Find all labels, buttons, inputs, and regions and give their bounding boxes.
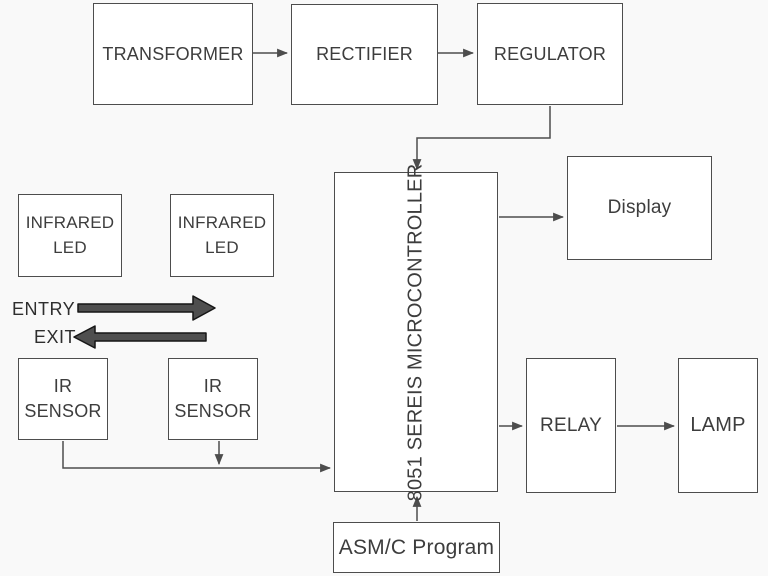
infrared-led-left-label-line1: INFRARED bbox=[25, 212, 115, 232]
rectifier-block: RECTIFIER bbox=[291, 4, 438, 105]
infrared-led-left-block: INFRARED LED bbox=[18, 194, 122, 277]
microcontroller-block: 8051 SEREIS MICROCONTROLLER bbox=[334, 163, 498, 501]
display-block: Display bbox=[567, 156, 712, 260]
display-label: Display bbox=[607, 197, 672, 218]
infrared-led-right-label-line1: INFRARED bbox=[177, 212, 267, 232]
ir-sensor-right-label-line1: IR bbox=[203, 375, 223, 396]
relay-label: RELAY bbox=[540, 414, 602, 436]
asm-program-block: ASM/C Program bbox=[333, 522, 500, 573]
infrared-led-right-label-line2: LED bbox=[205, 237, 239, 257]
exit-direction-arrow bbox=[73, 325, 207, 349]
microcontroller-label: 8051 SEREIS MICROCONTROLLER bbox=[404, 163, 427, 501]
asm-program-label: ASM/C Program bbox=[338, 535, 495, 559]
exit-label: EXIT bbox=[34, 327, 77, 347]
connector-regulator-to-microcontroller bbox=[412, 106, 551, 171]
connector-ir-sensor-left-to-microcontroller bbox=[62, 441, 332, 473]
transformer-block: TRANSFORMER bbox=[93, 3, 253, 105]
entry-label: ENTRY bbox=[12, 299, 76, 319]
regulator-label: REGULATOR bbox=[493, 43, 607, 64]
relay-block: RELAY bbox=[526, 358, 616, 493]
rectifier-label: RECTIFIER bbox=[316, 44, 413, 64]
lamp-block: LAMP bbox=[678, 358, 758, 493]
infrared-led-left-label-line2: LED bbox=[53, 237, 87, 257]
ir-sensor-left-label-line2: SENSOR bbox=[24, 401, 102, 421]
ir-sensor-left-block: IR SENSOR bbox=[18, 358, 108, 440]
entry-direction-arrow bbox=[77, 295, 216, 321]
ir-sensor-right-label-line2: SENSOR bbox=[174, 401, 252, 421]
ir-sensor-right-block: IR SENSOR bbox=[168, 358, 258, 440]
regulator-block: REGULATOR bbox=[477, 3, 623, 105]
transformer-label: TRANSFORMER bbox=[102, 43, 244, 64]
ir-sensor-left-label-line1: IR bbox=[53, 375, 73, 396]
infrared-led-right-block: INFRARED LED bbox=[170, 194, 274, 277]
lamp-label: LAMP bbox=[690, 414, 746, 436]
